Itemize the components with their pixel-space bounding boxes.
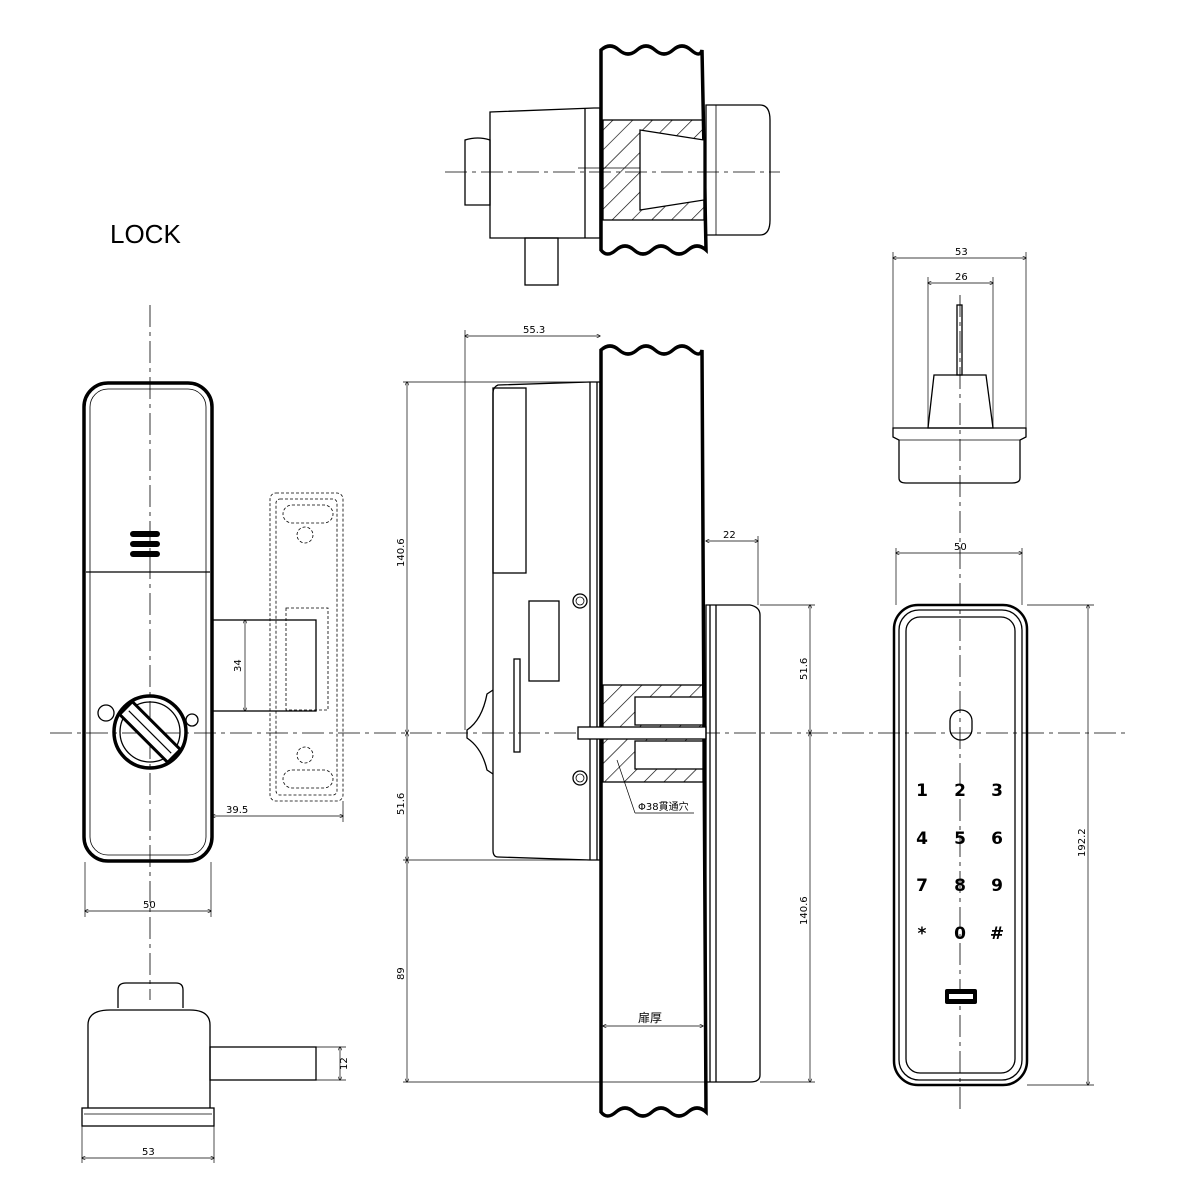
side-view-assembly: Φ38貫通穴 55.3 140.6 51.6 89 22 51.6 140.6 … — [396, 325, 815, 1118]
dim-depth-outside: 22 — [723, 530, 736, 541]
outdoor-keypad-front-view: 50 1 2 3 4 5 6 7 8 9 * 0 # 192.2 — [892, 542, 1094, 1087]
drawing-title: LOCK — [110, 219, 181, 249]
thumb-turn-icon[interactable] — [97, 694, 199, 770]
keypad-key[interactable]: 6 — [991, 829, 1003, 849]
latch-bolt — [211, 619, 317, 712]
keypad-outline — [892, 603, 1029, 1087]
indoor-body-outline — [82, 381, 214, 863]
dim-upper-inside: 140.6 — [396, 538, 407, 567]
thumb-turn-side — [117, 982, 184, 1008]
bottom-view-indoor-unit: 12 53 — [82, 982, 350, 1163]
lever-bar — [209, 1046, 317, 1081]
keypad-key[interactable]: 4 — [916, 829, 928, 849]
keypad-key[interactable]: 2 — [954, 781, 966, 801]
front-view-indoor-unit: 34 39.5 50 — [82, 305, 344, 1000]
outdoor-unit-side — [705, 604, 761, 1083]
dim-lower-outside: 140.6 — [799, 896, 810, 925]
keypad-key[interactable]: 9 — [991, 876, 1003, 896]
dim-lever: 12 — [339, 1057, 350, 1070]
hole-label: Φ38貫通穴 — [638, 800, 689, 813]
keypad-key[interactable]: * — [918, 924, 927, 944]
keypad-key[interactable]: 8 — [954, 876, 966, 896]
keypad-key[interactable]: 1 — [916, 781, 928, 801]
top-thumb-turn — [464, 137, 491, 206]
strike-plate — [269, 492, 344, 802]
keypad-key[interactable]: # — [990, 924, 1004, 944]
top-view-assembly — [445, 44, 780, 286]
fingerprint-sensor-icon[interactable] — [949, 709, 973, 741]
spindle — [577, 726, 707, 740]
dim-upper-outside: 51.6 — [799, 658, 810, 680]
dim-depth-inside: 55.3 — [523, 325, 545, 336]
vent-slots-icon — [130, 531, 160, 557]
keypad-key[interactable]: 5 — [954, 829, 966, 849]
door-section — [599, 44, 708, 256]
outdoor-top-view: 53 26 — [893, 247, 1026, 1110]
dim-backset: 39.5 — [226, 805, 248, 816]
dim-latch-height: 34 — [233, 659, 244, 672]
dim-cylinder: 26 — [955, 272, 968, 283]
dim-front-width: 50 — [143, 900, 156, 911]
keypad-key[interactable]: 3 — [991, 781, 1003, 801]
keypad-key[interactable]: 7 — [916, 876, 928, 896]
dim-floor: 89 — [396, 967, 407, 980]
dim-bottom-width: 53 — [142, 1147, 155, 1158]
dim-outdoor-top-width: 53 — [955, 247, 968, 258]
indoor-unit-side — [492, 381, 601, 861]
door-thickness-label: 扉厚 — [638, 1011, 662, 1025]
dim-keypad-width: 50 — [954, 542, 967, 553]
dim-lower-inside: 51.6 — [396, 793, 407, 815]
door-section — [599, 344, 708, 1118]
keypad-key[interactable]: 0 — [954, 924, 966, 944]
dim-keypad-height: 192.2 — [1077, 828, 1088, 857]
thumb-turn-side — [466, 689, 494, 775]
